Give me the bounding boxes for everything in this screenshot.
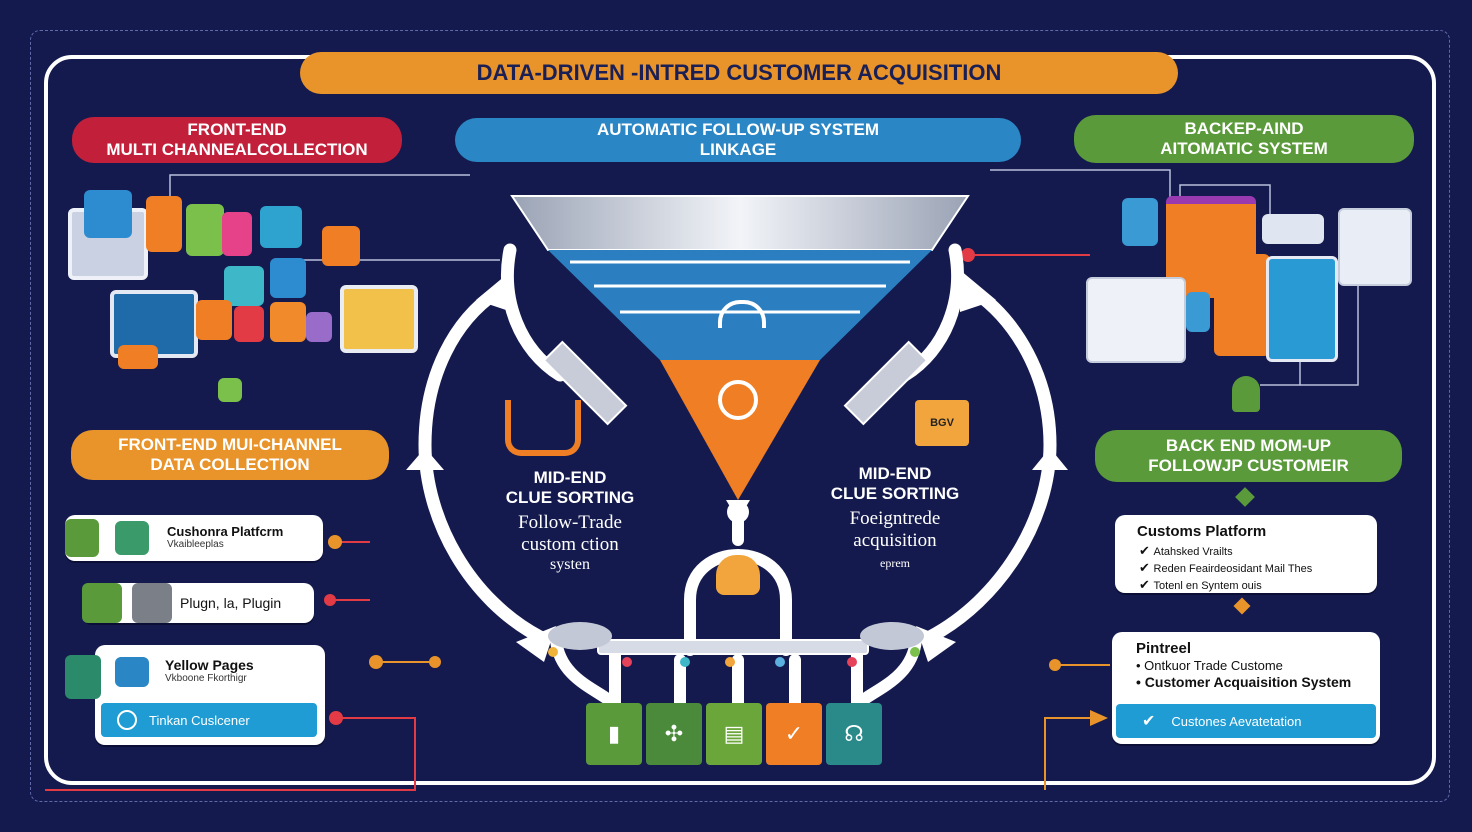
card-item: ✔ Atahsked Vrailts xyxy=(1139,543,1233,558)
wrench-icon xyxy=(65,519,99,557)
customs-platform-card[interactable]: Customs Platform ✔ Atahsked Vrailts ✔ Re… xyxy=(1115,515,1377,593)
plugin-icon xyxy=(82,583,122,623)
body-1: Foeigntrede xyxy=(849,508,941,529)
app-icon xyxy=(222,212,252,256)
body-3: eprem xyxy=(880,556,910,570)
app-icon xyxy=(270,302,306,342)
badge-icon xyxy=(1262,214,1324,244)
app-icon xyxy=(306,312,332,342)
headset-icon: ☊ xyxy=(826,703,882,765)
pill-line-2: MULTI CHANNEALCOLLECTION xyxy=(106,140,368,159)
card-title: Pintreel xyxy=(1136,640,1192,657)
app-icon xyxy=(260,206,302,248)
card-item: • Ontkuor Trade Custome xyxy=(1136,658,1283,673)
card-title: Cushonra Platfcrm xyxy=(167,524,284,539)
app-icon xyxy=(322,226,360,266)
plugin-card[interactable]: Plugn, la, Plugin xyxy=(82,583,314,623)
app-icon xyxy=(196,300,232,340)
grid-icon: ✣ xyxy=(646,703,702,765)
pill-line-1: BACK END MOM-UP xyxy=(1165,436,1332,456)
app-icon xyxy=(234,306,264,342)
platform-card[interactable]: Cushonra Platfcrm Vkaibleeplas xyxy=(65,515,323,561)
pill-line-2: LINKAGE xyxy=(699,140,777,159)
app-icon xyxy=(186,204,224,256)
body-2: custom ction xyxy=(521,534,619,555)
pill-line-2: AITOMATIC SYSTEM xyxy=(1160,139,1328,158)
robot-icon xyxy=(505,400,581,456)
card-title: Customs Platform xyxy=(1137,523,1267,540)
list-icon xyxy=(1214,254,1270,356)
bgv-label: BGV xyxy=(930,417,954,429)
card-title: Yellow Pages xyxy=(165,657,254,673)
card-title: Plugn, la, Plugin xyxy=(180,595,282,611)
card-subtitle: Vkboone Fkorthigr xyxy=(165,673,247,684)
pill-follow-up-linkage: AUTOMATIC FOLLOW-UP SYSTEM LINKAGE xyxy=(455,118,1021,162)
body-1: Follow-Trade xyxy=(518,512,622,533)
phone-icon: ▮ xyxy=(586,703,642,765)
pill-back-end-follow-up: BACK END MOM-UP FOLLOWJP CUSTOMEIR xyxy=(1095,430,1402,482)
mid-right-text: MID-END CLUE SORTING Foeigntrede acquisi… xyxy=(800,464,990,571)
customer-activation-button[interactable]: ✔ Custones Aevatetation xyxy=(1116,704,1376,738)
gear-icon xyxy=(117,710,137,730)
laptop-icon xyxy=(340,285,418,353)
bottom-tiles: ▮ ✣ ▤ ✓ ☊ xyxy=(586,703,886,765)
app-icon xyxy=(218,378,242,402)
heading-2: CLUE SORTING xyxy=(830,484,960,503)
mid-left-text: MID-END CLUE SORTING Follow-Trade custom… xyxy=(470,468,670,574)
funnel-gear-icon xyxy=(718,380,758,420)
title-banner: DATA-DRIVEN -INTRED CUSTOMER ACQUISITION xyxy=(300,52,1178,94)
card-item: • Customer Acquaisition System xyxy=(1136,674,1352,691)
funnel-wifi-icon xyxy=(718,300,766,328)
pill-front-end-data-collection: FRONT-END MUI-CHANNEL DATA COLLECTION xyxy=(71,430,389,480)
heading-2: CLUE SORTING xyxy=(505,488,635,507)
document-icon: ▤ xyxy=(706,703,762,765)
robot-head-icon xyxy=(716,555,760,595)
card-subtitle: Vkaibleeplas xyxy=(167,539,224,550)
shopping-bag-icon: BGV xyxy=(915,400,969,446)
heading-1: MID-END xyxy=(858,464,932,483)
app-icon xyxy=(146,196,182,252)
chat-icon xyxy=(115,657,149,687)
title-text: DATA-DRIVEN -INTRED CUSTOMER ACQUISITION xyxy=(476,60,1002,86)
play-icon xyxy=(115,521,149,555)
app-icon xyxy=(1186,292,1210,332)
yellow-pages-card[interactable]: Yellow Pages Vkboone Fkorthigr Tinkan Cu… xyxy=(95,645,325,745)
pill-line-2: FOLLOWJP CUSTOMEIR xyxy=(1148,456,1349,475)
panel-icon xyxy=(1266,256,1338,362)
check-icon: ✔ xyxy=(1142,713,1156,730)
body-2: acquisition xyxy=(853,530,937,551)
pill-line-1: FRONT-END xyxy=(187,120,287,140)
track-customer-button[interactable]: Tinkan Cuslcener xyxy=(101,703,317,737)
app-icon xyxy=(270,258,306,298)
pill-backend-automatic: BACKEP-AIND AITOMATIC SYSTEM xyxy=(1074,115,1414,163)
app-icon xyxy=(84,190,132,238)
app-icon xyxy=(118,345,158,369)
robot-icon xyxy=(1122,198,1158,246)
button-label: Tinkan Cuslcener xyxy=(149,712,250,728)
plugin-icon xyxy=(132,583,172,623)
pill-front-end-collection: FRONT-END MULTI CHANNEALCOLLECTION xyxy=(72,117,402,163)
pill-line-1: BACKEP-AIND xyxy=(1184,119,1304,139)
body-3: systen xyxy=(550,556,590,573)
card-item: ✔ Reden Feairdeosidant Mail Thes xyxy=(1139,559,1313,575)
pill-line-1: AUTOMATIC FOLLOW-UP SYSTEM xyxy=(596,120,880,140)
check-icon: ✓ xyxy=(766,703,822,765)
pill-line-2: DATA COLLECTION xyxy=(150,455,310,474)
document-icon xyxy=(1086,277,1186,363)
button-label: Custones Aevatetation xyxy=(1171,713,1302,729)
outer-frame xyxy=(30,30,1450,802)
person-icon xyxy=(1232,376,1260,412)
calendar-icon xyxy=(1338,208,1412,286)
pintreel-card[interactable]: Pintreel • Ontkuor Trade Custome • Custo… xyxy=(1112,632,1380,744)
card-item: ✔ Totenl en Syntem ouis xyxy=(1139,576,1262,592)
pill-line-1: FRONT-END MUI-CHANNEL xyxy=(118,435,342,455)
heading-1: MID-END xyxy=(533,468,607,487)
pencil-icon xyxy=(65,655,101,699)
app-icon xyxy=(224,266,264,306)
